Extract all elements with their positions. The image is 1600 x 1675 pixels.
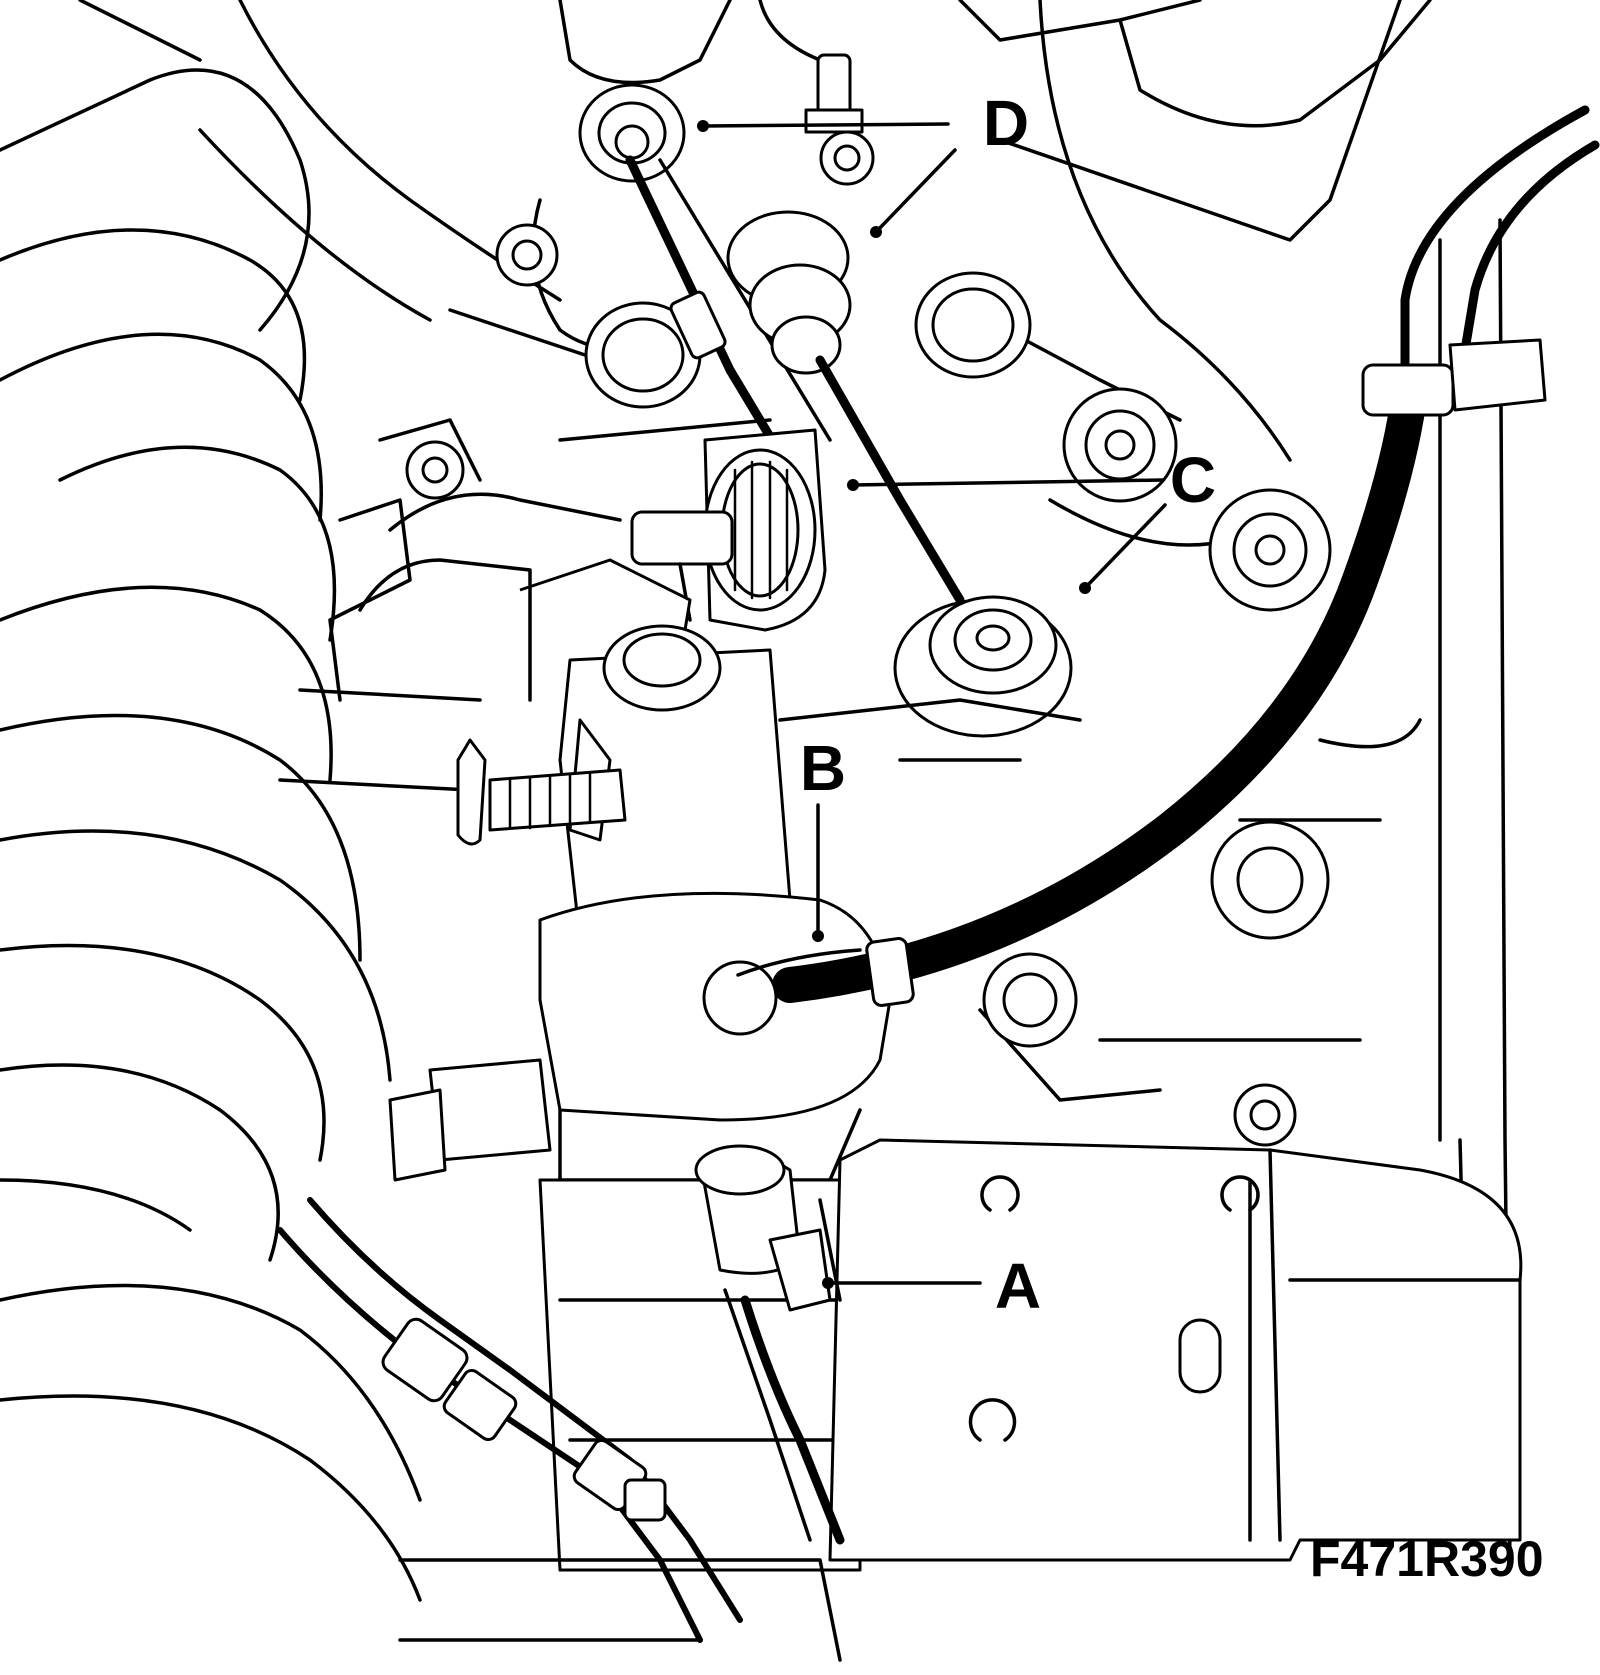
cable-mount-c: [630, 428, 1073, 738]
figure-code: F471R390: [1310, 1531, 1544, 1587]
clutch-pipe: [277, 1197, 743, 1643]
main-hose: [702, 105, 1600, 1036]
leader-lines: [697, 120, 1167, 1289]
gear-cable-upper: [578, 83, 965, 605]
callout-a: A: [995, 1250, 1041, 1322]
bushing-group: [584, 271, 1032, 409]
sensor-a: [694, 1144, 845, 1545]
selector-housing-b: [358, 492, 1082, 1182]
callout-c: C: [1170, 444, 1216, 516]
callout-d: D: [983, 87, 1029, 159]
mounting-nuts: [405, 53, 1332, 1147]
callout-b: B: [800, 732, 846, 804]
cover-plate: [828, 1138, 1523, 1562]
